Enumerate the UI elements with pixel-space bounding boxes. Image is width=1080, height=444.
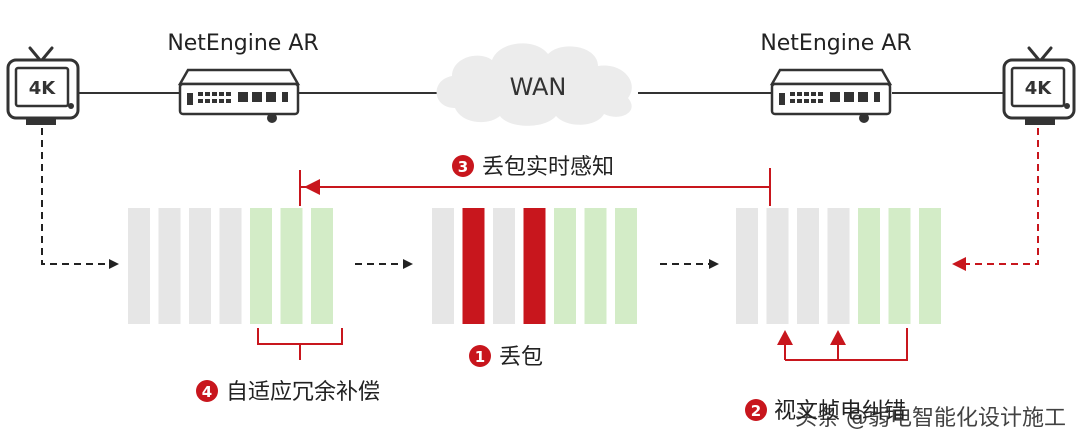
svg-text:视文帧电纠错: 视文帧电纠错 (774, 399, 906, 424)
packet-gray (766, 208, 789, 324)
packet-green (919, 208, 941, 324)
svg-text:2: 2 (751, 402, 761, 420)
svg-text:丢包实时感知: 丢包实时感知 (482, 155, 614, 180)
right-tv-label: 4K (1025, 78, 1053, 99)
step-1-label: 1 丢包 (469, 345, 543, 370)
left-dashed-path (41, 128, 119, 269)
svg-text:丢包: 丢包 (499, 345, 543, 370)
wan-label: WAN (510, 73, 567, 101)
left-tv-label: 4K (29, 78, 57, 99)
loss-detection-arrow (299, 168, 771, 206)
packet-red (462, 208, 485, 324)
right-router-icon: NetEngine AR (760, 31, 912, 123)
svg-text:自适应冗余补偿: 自适应冗余补偿 (226, 380, 380, 405)
packet-group-sender (128, 208, 333, 324)
redundancy-bracket (257, 328, 343, 360)
packet-green (584, 208, 607, 324)
step-3-label: 3 丢包实时感知 (452, 155, 614, 180)
right-red-arrowhead (952, 257, 966, 271)
packet-gray (736, 208, 758, 324)
right-dashed-path (962, 128, 1039, 265)
left-tv-icon: 4K (6, 46, 80, 125)
error-correction-arrows (777, 328, 908, 361)
packet-green (311, 208, 333, 324)
packet-gray (128, 208, 150, 324)
packet-green (888, 208, 911, 324)
packet-gray (158, 208, 181, 324)
wan-cloud-icon: WAN (436, 43, 632, 126)
packet-green (554, 208, 576, 324)
packet-gray (493, 208, 515, 324)
packet-gray (827, 208, 850, 324)
svg-text:4: 4 (202, 383, 212, 401)
left-router-icon: NetEngine AR (167, 31, 319, 123)
packet-red (523, 208, 546, 324)
packet-green (280, 208, 303, 324)
watermark: 头条 @弱电智能化设计施工 (795, 406, 1066, 431)
packet-gray (797, 208, 819, 324)
packet-gray (189, 208, 211, 324)
packet-green (858, 208, 880, 324)
svg-text:1: 1 (475, 348, 485, 366)
packet-group-transit (432, 208, 637, 324)
packet-gray (432, 208, 454, 324)
right-tv-icon: 4K (1002, 46, 1076, 125)
left-router-label: NetEngine AR (167, 31, 318, 56)
packet-green (250, 208, 272, 324)
svg-text:3: 3 (458, 158, 468, 176)
packet-green (615, 208, 637, 324)
step-4-label: 4 自适应冗余补偿 (196, 380, 380, 405)
step-2-label: 2 视文帧电纠错 (745, 399, 906, 424)
packet-gray (219, 208, 242, 324)
packet-group-receiver (736, 208, 941, 324)
right-router-label: NetEngine AR (760, 31, 911, 56)
